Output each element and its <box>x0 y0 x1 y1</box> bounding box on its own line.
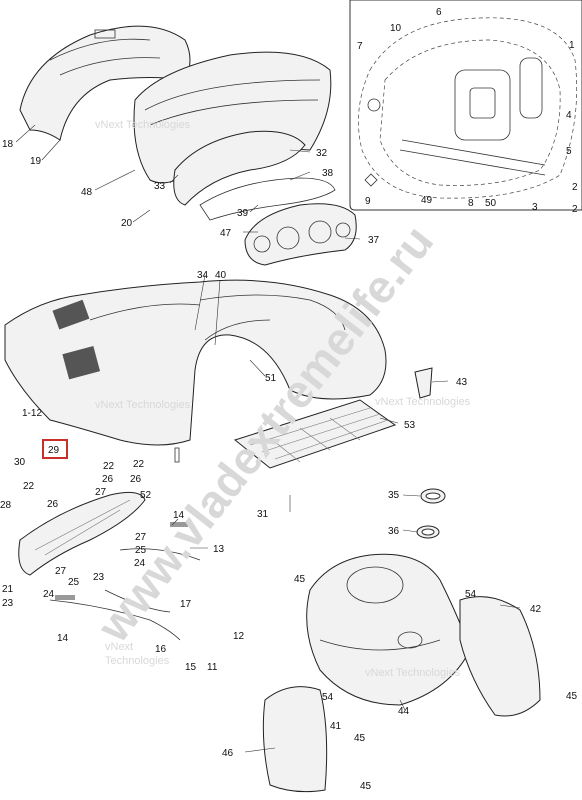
callout-15: 15 <box>185 662 197 673</box>
callout-1: 1 <box>569 40 575 51</box>
callout-45: 45 <box>360 781 372 792</box>
callout-45: 45 <box>294 574 306 585</box>
watermark-vnext: vNext Technologies <box>95 399 191 411</box>
callout-4: 4 <box>566 110 572 121</box>
callout-22: 22 <box>103 461 115 472</box>
callout-18: 18 <box>2 139 14 150</box>
watermark-vnext: vNext Technologies <box>375 396 471 408</box>
callout-26: 26 <box>130 474 142 485</box>
callout-2: 2 <box>572 182 578 193</box>
callout-42: 42 <box>530 604 542 615</box>
callout-53: 53 <box>404 420 416 431</box>
callout-14: 14 <box>57 633 69 644</box>
callout-48: 48 <box>81 187 93 198</box>
callout-8: 8 <box>468 198 474 209</box>
callout-16: 16 <box>155 644 167 655</box>
leader-lines <box>15 124 521 753</box>
callout-14: 14 <box>173 510 185 521</box>
part-gauge-panel <box>244 203 357 266</box>
watermark-vnext: vNext <box>105 641 133 653</box>
callout-54: 54 <box>322 692 334 703</box>
callout-46: 46 <box>222 748 234 759</box>
part-right-panel <box>459 596 541 717</box>
callout-10: 10 <box>390 23 402 34</box>
callout-36: 36 <box>388 526 400 537</box>
callout-1-12: 1-12 <box>22 408 42 419</box>
callout-54: 54 <box>465 589 477 600</box>
callout-23: 23 <box>93 572 105 583</box>
callout-44: 44 <box>398 706 410 717</box>
highlighted-callout-29: 29 <box>48 445 60 456</box>
callout-2: 2 <box>572 204 578 215</box>
callout-25: 25 <box>68 577 80 588</box>
part-straps <box>49 522 201 641</box>
part-bracket <box>414 367 433 399</box>
callout-31: 31 <box>257 509 269 520</box>
callout-45: 45 <box>566 691 578 702</box>
watermark-vnext: vNext Technologies <box>95 119 191 131</box>
callout-7: 7 <box>357 41 363 52</box>
callout-38: 38 <box>322 168 334 179</box>
callout-21: 21 <box>2 584 14 595</box>
part-windshield <box>133 51 332 184</box>
callout-33: 33 <box>154 181 166 192</box>
callout-35: 35 <box>388 490 400 501</box>
callout-22: 22 <box>23 481 35 492</box>
part-lower-console <box>306 553 471 706</box>
callout-24: 24 <box>134 558 146 569</box>
callout-49: 49 <box>421 195 433 206</box>
part-main-hood <box>4 279 387 463</box>
part-visor <box>173 130 336 221</box>
inset-panel <box>349 0 582 211</box>
callout-26: 26 <box>102 474 114 485</box>
callout-27: 27 <box>95 487 107 498</box>
callout-39: 39 <box>237 208 249 219</box>
callout-43: 43 <box>456 377 468 388</box>
callout-5: 5 <box>566 146 572 157</box>
callout-47: 47 <box>220 228 232 239</box>
callout-12: 12 <box>233 631 245 642</box>
callout-26: 26 <box>47 499 59 510</box>
callout-28: 28 <box>0 500 12 511</box>
callout-13: 13 <box>213 544 225 555</box>
callout-labels: 18 19 48 20 33 32 38 39 47 37 34 40 51 1… <box>0 7 578 792</box>
callout-6: 6 <box>436 7 442 18</box>
callout-23: 23 <box>2 598 14 609</box>
callout-50: 50 <box>485 198 497 209</box>
callout-27: 27 <box>55 566 67 577</box>
callout-20: 20 <box>121 218 133 229</box>
callout-30: 30 <box>14 457 26 468</box>
part-rings <box>416 488 446 539</box>
callout-40: 40 <box>215 270 227 281</box>
part-tray <box>233 399 397 469</box>
callout-3: 3 <box>532 202 538 213</box>
callout-51: 51 <box>265 373 277 384</box>
callout-9: 9 <box>365 196 371 207</box>
callout-41: 41 <box>330 721 342 732</box>
callout-11: 11 <box>207 662 218 673</box>
callout-34: 34 <box>197 270 209 281</box>
callout-45: 45 <box>354 733 366 744</box>
callout-17: 17 <box>180 599 192 610</box>
callout-37: 37 <box>368 235 380 246</box>
part-left-panel <box>262 686 328 793</box>
callout-27: 27 <box>135 532 147 543</box>
watermark-vnext: vNext Technologies <box>365 667 461 679</box>
callout-52: 52 <box>140 490 152 501</box>
watermark-tech: Technologies <box>105 655 170 667</box>
highlight-box <box>42 439 68 459</box>
callout-25: 25 <box>135 545 147 556</box>
callout-19: 19 <box>30 156 42 167</box>
callout-22: 22 <box>133 459 145 470</box>
callout-24: 24 <box>43 589 55 600</box>
callout-32: 32 <box>316 148 328 159</box>
part-side-rail <box>18 491 146 576</box>
